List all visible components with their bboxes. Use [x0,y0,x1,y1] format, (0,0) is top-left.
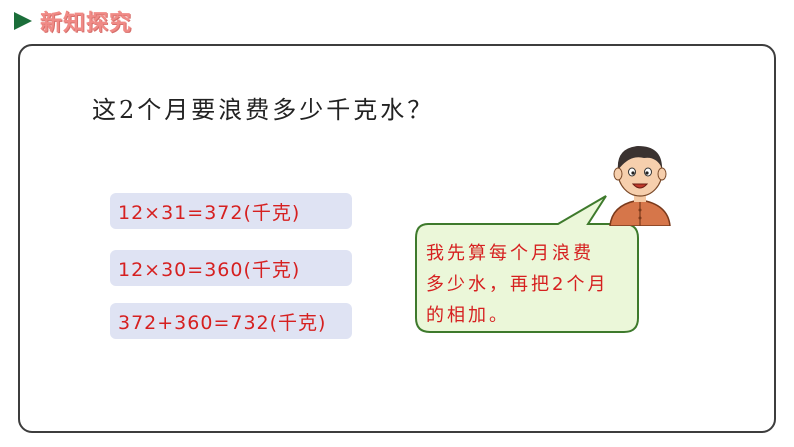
equation-2: 12×30=360(千克) [110,250,352,286]
speech-bubble-text: 我先算每个月浪费 多少水，再把2个月 的相加。 [426,243,609,326]
question-text: 这2个月要浪费多少千克水？ [92,96,435,124]
content-card [18,44,776,433]
equation-3: 372+360=732(千克) [110,303,352,339]
boy-avatar-icon [609,146,671,226]
section-header: 新知探究 [12,6,132,36]
play-triangle-icon [14,12,32,30]
equation-1: 12×31=372(千克) [110,193,352,229]
section-title: 新知探究 [40,11,133,36]
